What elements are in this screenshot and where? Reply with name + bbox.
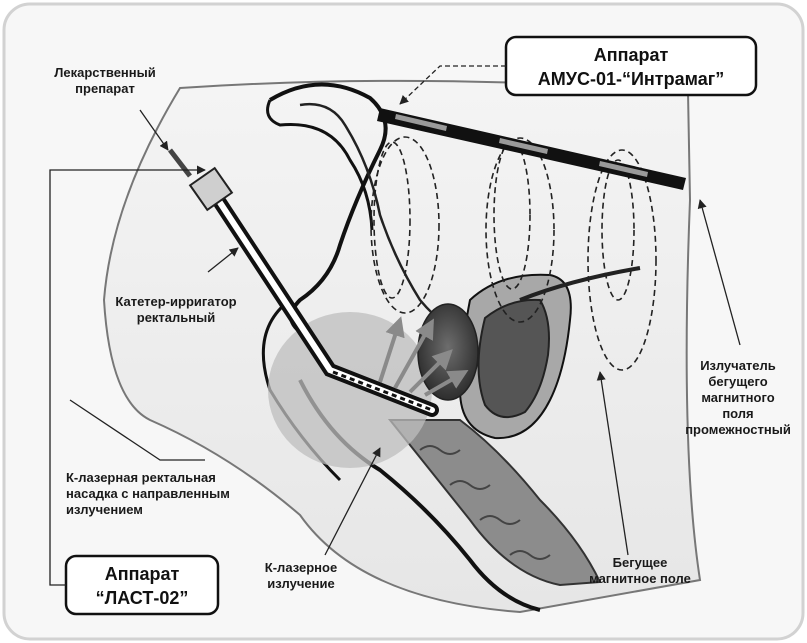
label-laser-radiation-line2: излучение	[267, 576, 334, 591]
label-drug-line1: Лекарственный	[54, 65, 155, 80]
label-laser-nozzle-line3: излучением	[66, 502, 143, 517]
device-amus-box: Аппарат АМУС-01-“Интрамаг”	[506, 37, 756, 95]
label-emitter-line5: промежностный	[685, 422, 791, 437]
label-catheter-line2: ректальный	[137, 310, 215, 325]
label-catheter-line1: Катетер-ирригатор	[115, 294, 236, 309]
label-emitter-line3: магнитного	[701, 390, 774, 405]
device-amus-line2: АМУС-01-“Интрамаг”	[538, 69, 724, 89]
device-last-box: Аппарат “ЛАСТ-02”	[66, 556, 218, 614]
label-laser-radiation-line1: К-лазерное	[265, 560, 337, 575]
label-emitter-line4: поля	[722, 406, 753, 421]
laser-zone	[268, 312, 432, 468]
device-amus-line1: Аппарат	[594, 45, 669, 65]
label-drug-line2: препарат	[75, 81, 135, 96]
label-running-field-line2: магнитное поле	[589, 571, 691, 586]
device-last-line2: “ЛАСТ-02”	[96, 588, 189, 608]
label-running-field-line1: Бегущее	[613, 555, 668, 570]
label-laser-nozzle-line2: насадка с направленным	[66, 486, 230, 501]
label-emitter-line1: Излучатель	[700, 358, 776, 373]
label-emitter-line2: бегущего	[708, 374, 767, 389]
label-laser-nozzle-line1: К-лазерная ректальная	[66, 470, 216, 485]
label-laser-radiation: К-лазерное излучение	[265, 560, 337, 591]
device-last-line1: Аппарат	[105, 564, 180, 584]
